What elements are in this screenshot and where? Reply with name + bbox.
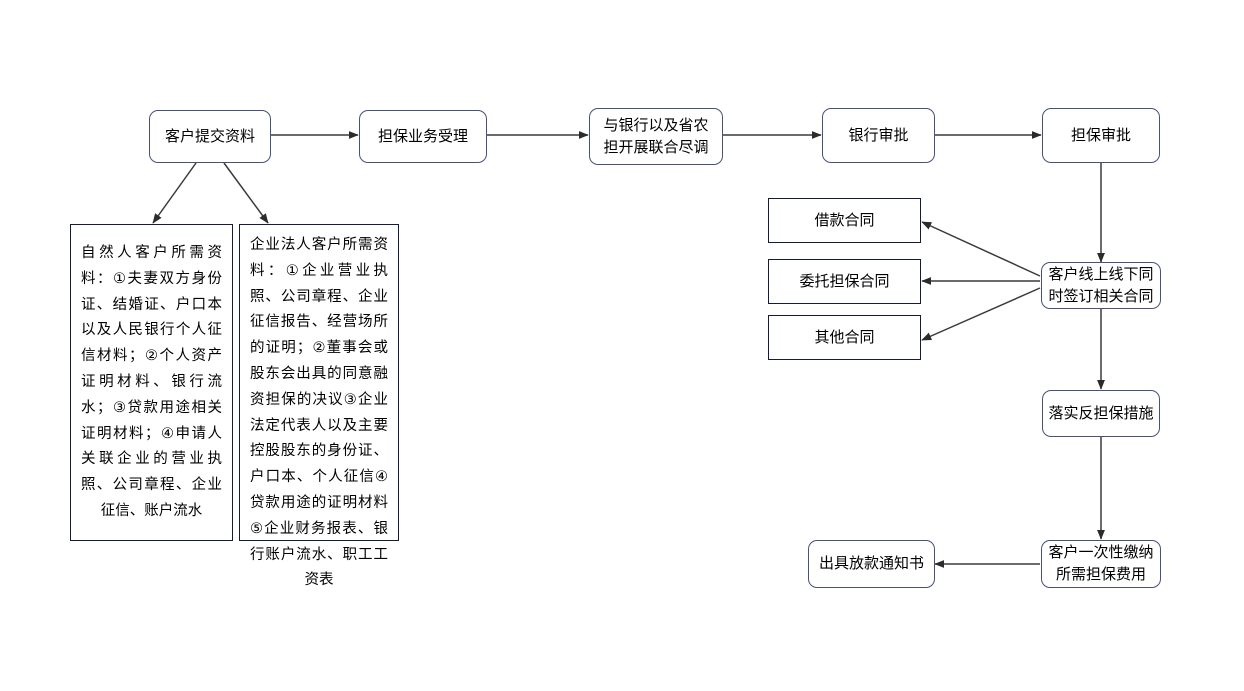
node-guarantee-approval[interactable]: 担保审批 (1042, 108, 1160, 163)
node-joint-due-diligence[interactable]: 与银行以及省农 担开展联合尽调 (589, 108, 723, 165)
node-joint-due-diligence-label: 与银行以及省农 担开展联合尽调 (603, 115, 709, 156)
node-pay-guarantee-fee-label: 客户一次性缴纳 所需担保费用 (1048, 543, 1154, 583)
node-other-contract-label: 其他合同 (814, 327, 875, 346)
node-entrusted-guarantee-contract-label: 委托担保合同 (799, 271, 890, 290)
node-guarantee-accept-label: 担保业务受理 (377, 126, 468, 145)
edge-submit-to-corporate (223, 162, 269, 224)
node-counter-guarantee[interactable]: 落实反担保措施 (1042, 390, 1160, 437)
node-submit-materials[interactable]: 客户提交资料 (149, 110, 271, 163)
node-corporate-materials: 企业法人客户所需资料：①企业营业执照、公司章程、企业征信报告、经营场所的证明；②… (239, 224, 399, 588)
edge-signcontracts-to-othercontract (921, 287, 1041, 341)
edge-signcontracts-to-loancontract (921, 221, 1041, 277)
node-submit-materials-label: 客户提交资料 (164, 126, 255, 145)
node-sign-contracts[interactable]: 客户线上线下同 时签订相关合同 (1041, 262, 1161, 309)
edge-submit-to-naturalperson (152, 162, 197, 224)
node-bank-approval-label: 银行审批 (848, 125, 909, 144)
node-natural-person-materials-text: 自然人客户所需资料：①夫妻双方身份证、结婚证、户口本以及人民银行个人征信材料；②… (81, 245, 222, 519)
node-entrusted-guarantee-contract[interactable]: 委托担保合同 (768, 259, 921, 304)
node-loan-contract[interactable]: 借款合同 (768, 198, 921, 243)
node-issue-loan-notice[interactable]: 出具放款通知书 (808, 540, 935, 588)
node-other-contract[interactable]: 其他合同 (768, 315, 921, 360)
node-guarantee-approval-label: 担保审批 (1070, 125, 1131, 144)
node-natural-person-materials: 自然人客户所需资料：①夫妻双方身份证、结婚证、户口本以及人民银行个人征信材料；②… (70, 224, 233, 541)
node-loan-contract-label: 借款合同 (814, 210, 875, 229)
node-sign-contracts-label: 客户线上线下同 时签订相关合同 (1048, 264, 1154, 305)
node-counter-guarantee-label: 落实反担保措施 (1048, 403, 1154, 422)
node-pay-guarantee-fee[interactable]: 客户一次性缴纳 所需担保费用 (1041, 540, 1161, 588)
node-corporate-materials-text: 企业法人客户所需资料：①企业营业执照、公司章程、企业征信报告、经营场所的证明；②… (250, 237, 388, 589)
node-issue-loan-notice-label: 出具放款通知书 (818, 554, 924, 573)
node-guarantee-accept[interactable]: 担保业务受理 (359, 110, 487, 163)
node-bank-approval[interactable]: 银行审批 (822, 108, 935, 163)
